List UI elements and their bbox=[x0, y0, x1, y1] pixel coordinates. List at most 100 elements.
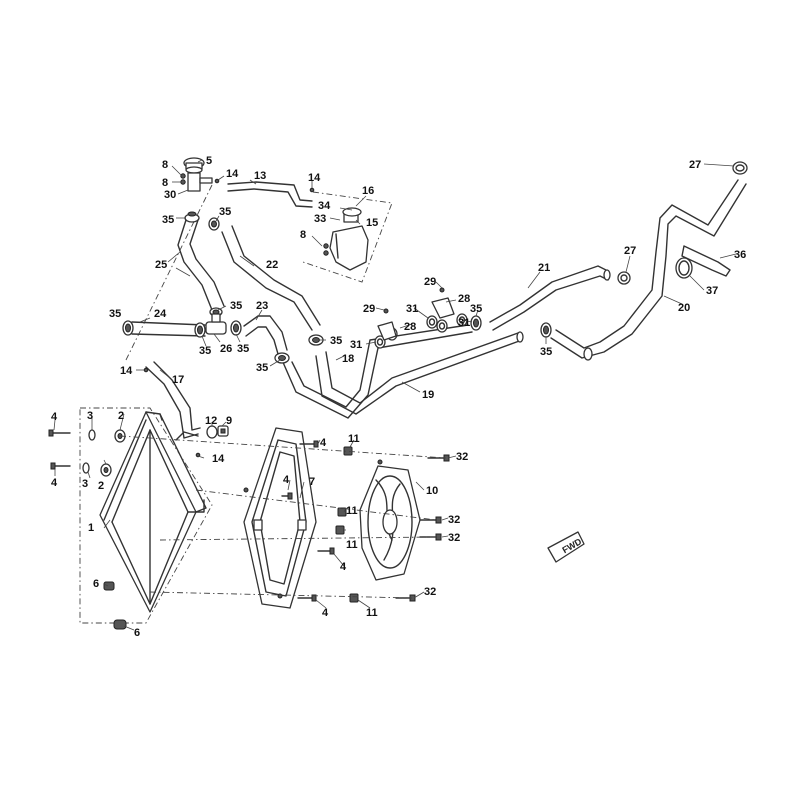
callout-36: 36 bbox=[734, 249, 746, 261]
nut-11-a bbox=[343, 446, 353, 456]
callout-22: 22 bbox=[266, 259, 278, 271]
callout-13: 13 bbox=[254, 170, 266, 182]
hose-25-inner bbox=[189, 219, 225, 307]
bolt-29-a bbox=[439, 287, 445, 293]
callout-37: 37 bbox=[706, 285, 718, 297]
bolt-4-a bbox=[48, 429, 71, 437]
hose-23 bbox=[243, 315, 288, 351]
callout-4-lower-left: 4 bbox=[51, 477, 58, 489]
bracket-28 bbox=[377, 297, 455, 341]
bolt-4-e bbox=[297, 594, 317, 602]
callout-6-lower: 6 bbox=[134, 627, 140, 639]
callout-35-lower: 35 bbox=[256, 362, 268, 374]
callout-4-shroud-mid: 4 bbox=[283, 474, 290, 486]
callout-31-right: 31 bbox=[458, 317, 470, 329]
bushing-2-b bbox=[100, 463, 112, 477]
bolt-32-b bbox=[419, 516, 442, 524]
callout-4-shroud-lower: 4 bbox=[340, 561, 347, 573]
mount-line-top bbox=[119, 435, 447, 459]
callout-21: 21 bbox=[538, 262, 550, 274]
callout-10: 10 bbox=[426, 485, 438, 497]
clamp-27-a bbox=[732, 161, 748, 175]
pipe-20-end bbox=[583, 347, 593, 361]
hose-22-inner bbox=[231, 225, 321, 326]
bolt-4-f bbox=[281, 492, 293, 500]
forward-direction-arrow: FWD bbox=[547, 531, 585, 563]
pipe-19-end bbox=[516, 331, 524, 343]
callout-11-mid-upper: 11 bbox=[346, 505, 358, 517]
callout-32-mid-upper: 32 bbox=[448, 514, 460, 526]
callout-8-tank: 8 bbox=[300, 229, 306, 241]
callout-32-bottom: 32 bbox=[424, 586, 436, 598]
radiator-group-boundary bbox=[79, 407, 213, 624]
pipe-19-inner bbox=[325, 332, 519, 404]
callout-32-mid-lower: 32 bbox=[448, 532, 460, 544]
callout-12: 12 bbox=[205, 415, 217, 427]
callout-17: 17 bbox=[172, 374, 184, 386]
callout-4-shroud-bottom: 4 bbox=[322, 607, 329, 619]
callout-35-center: 35 bbox=[330, 335, 342, 347]
pipe-21-inner bbox=[492, 275, 609, 331]
pipe-20-inner bbox=[550, 183, 747, 359]
callout-2-upper: 2 bbox=[118, 410, 124, 422]
fitting-36 bbox=[681, 245, 731, 277]
callout-labels: 1 2 2 3 3 4 4 4 4 4 4 5 6 6 7 8 8 8 9 10… bbox=[51, 155, 746, 639]
clamp-35-f bbox=[230, 320, 242, 336]
callout-27-lower: 27 bbox=[624, 245, 636, 257]
fitting-9 bbox=[217, 425, 229, 437]
hose-22 bbox=[221, 231, 313, 331]
callout-19: 19 bbox=[422, 389, 434, 401]
callout-20: 20 bbox=[678, 302, 690, 314]
callout-35-tee-right: 35 bbox=[237, 343, 249, 355]
callout-35-tee-top: 35 bbox=[230, 300, 242, 312]
hose-17-inner bbox=[153, 361, 201, 431]
callout-30: 30 bbox=[164, 189, 176, 201]
clamp-37-inner bbox=[678, 260, 690, 276]
callout-35-right-top: 35 bbox=[470, 303, 482, 315]
pipe-18 bbox=[281, 331, 473, 419]
callout-14-top: 14 bbox=[308, 172, 321, 184]
callout-23: 23 bbox=[256, 300, 268, 312]
callout-35-tee-left: 35 bbox=[199, 345, 211, 357]
callout-31-top: 31 bbox=[406, 303, 418, 315]
callout-27-top: 27 bbox=[689, 159, 701, 171]
callout-14-filler: 14 bbox=[226, 168, 239, 180]
callout-31-left: 31 bbox=[350, 339, 362, 351]
callout-3-upper: 3 bbox=[87, 410, 93, 422]
callout-35-left: 35 bbox=[109, 308, 121, 320]
callout-34: 34 bbox=[318, 200, 331, 212]
callout-16: 16 bbox=[362, 185, 374, 197]
nut-11-c bbox=[335, 525, 345, 535]
clip-14-c bbox=[143, 367, 149, 373]
clamp-35-j bbox=[540, 322, 552, 338]
callout-25: 25 bbox=[155, 259, 167, 271]
tee-fitting-26 bbox=[205, 313, 227, 335]
overflow-group-boundary bbox=[302, 191, 393, 283]
washer-3-b bbox=[82, 462, 90, 474]
clamp-35-i bbox=[470, 315, 482, 331]
hose-24 bbox=[131, 321, 206, 326]
mount-line-lower bbox=[159, 536, 437, 541]
grommet-6-b bbox=[113, 619, 127, 630]
callout-6-upper: 6 bbox=[93, 578, 99, 590]
pipe-20 bbox=[555, 179, 739, 349]
leader-lines bbox=[53, 159, 737, 631]
nut-11-d bbox=[349, 593, 359, 603]
clip-14-b bbox=[309, 187, 315, 193]
callout-11-bottom: 11 bbox=[366, 607, 378, 619]
callout-2-lower: 2 bbox=[98, 480, 104, 492]
bolt-29-b bbox=[383, 308, 389, 314]
fan-shroud bbox=[243, 427, 317, 609]
callout-11-top: 11 bbox=[348, 433, 360, 445]
callout-33: 33 bbox=[314, 213, 326, 225]
callout-29-left: 29 bbox=[363, 303, 375, 315]
callout-35-upper: 35 bbox=[219, 206, 231, 218]
grommet-6-a bbox=[103, 581, 115, 591]
clamp-35-b bbox=[208, 217, 220, 231]
callout-8-lower: 8 bbox=[162, 177, 168, 189]
callout-4-upper-left: 4 bbox=[51, 411, 58, 423]
callout-11-mid-lower: 11 bbox=[346, 539, 358, 551]
callout-15: 15 bbox=[366, 217, 378, 229]
